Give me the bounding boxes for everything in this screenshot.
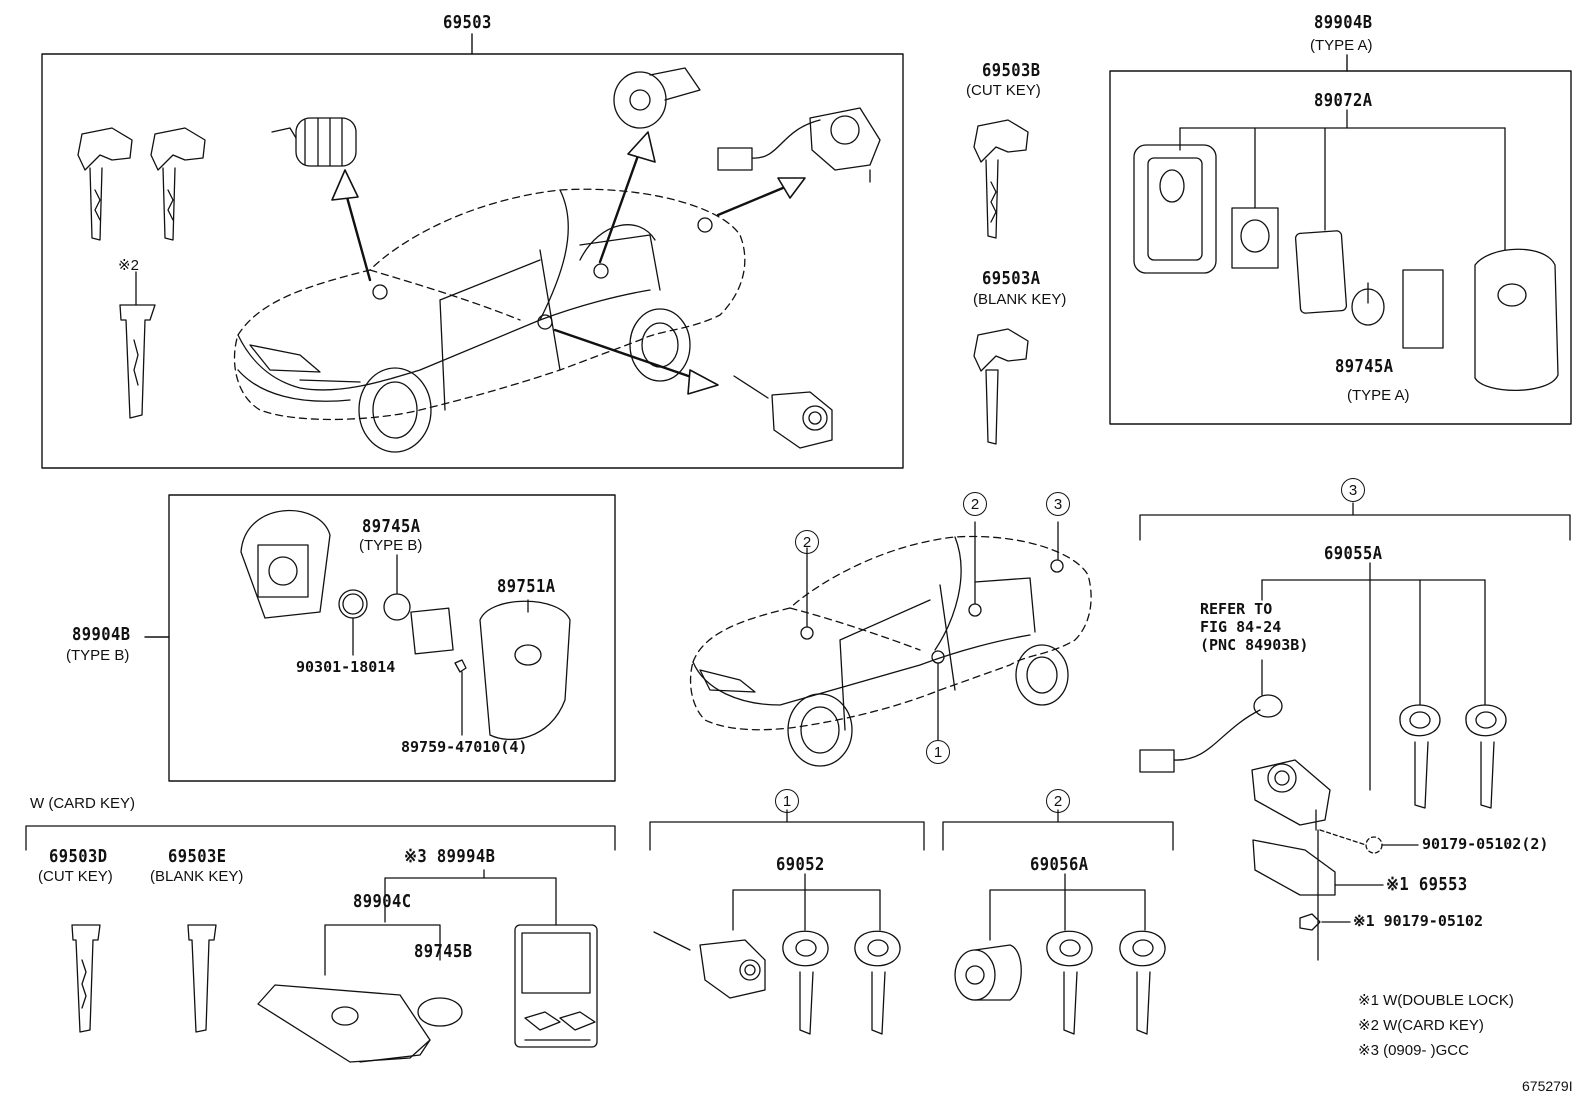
label-69503E-sub: (BLANK KEY) bbox=[150, 868, 244, 885]
fob-type-b-parts bbox=[240, 509, 571, 741]
lock-cylinder-glovebox bbox=[613, 67, 701, 129]
card-key-blade bbox=[119, 271, 156, 419]
key-69503D bbox=[71, 924, 101, 1033]
label-90301-18014: 90301-18014 bbox=[296, 658, 396, 676]
label-69055A: 69055A bbox=[1324, 543, 1383, 564]
label-69503D: 69503D bbox=[49, 846, 108, 867]
label-89904B-type-a: 89904B bbox=[1314, 12, 1373, 33]
note-2: ※2 W(CARD KEY) bbox=[1358, 1017, 1484, 1034]
card-key-89904C bbox=[257, 924, 598, 1063]
callout-1-group: 1 bbox=[775, 789, 799, 813]
label-69503A-sub: (BLANK KEY) bbox=[973, 291, 1067, 308]
label-89904C: 89904C bbox=[353, 891, 412, 912]
label-89745A-type-a: 89745A bbox=[1335, 356, 1394, 377]
locator-arrows bbox=[343, 148, 792, 382]
fob-type-a-parts bbox=[1133, 109, 1559, 392]
label-90179-05102-2: 90179-05102(2) bbox=[1422, 835, 1549, 853]
label-89759-47010: 89759-47010(4) bbox=[401, 738, 528, 756]
label-card-key: W (CARD KEY) bbox=[30, 795, 135, 812]
label-69503: 69503 bbox=[443, 12, 492, 33]
car-illustration-center bbox=[689, 521, 1092, 767]
label-69503B-sub: (CUT KEY) bbox=[966, 82, 1041, 99]
note-3: ※3 (0909- )GCC bbox=[1358, 1042, 1469, 1059]
car-illustration-top bbox=[233, 188, 746, 453]
key-blank-2 bbox=[150, 127, 206, 241]
label-89904B-type-a-sub: (TYPE A) bbox=[1310, 37, 1373, 54]
label-89745A-type-b: 89745A bbox=[362, 516, 421, 537]
lock-cylinder-hood bbox=[271, 117, 357, 167]
label-89751A: 89751A bbox=[497, 576, 556, 597]
door-lock-set-69052 bbox=[653, 930, 901, 1035]
callout-2-right: 2 bbox=[963, 492, 987, 516]
label-69553: ※1 69553 bbox=[1386, 874, 1468, 895]
refer-line-1: REFER TO bbox=[1200, 600, 1273, 618]
callout-3-group: 3 bbox=[1341, 478, 1365, 502]
panel-89904B-type-b-frame bbox=[168, 494, 616, 782]
callout-1-car: 1 bbox=[926, 740, 950, 764]
label-69056A: 69056A bbox=[1030, 854, 1089, 875]
label-89994B: ※3 89994B bbox=[404, 846, 496, 867]
label-69503B: 69503B bbox=[982, 60, 1041, 81]
door-lock-assembly bbox=[733, 375, 833, 449]
key-69503E bbox=[187, 924, 217, 1033]
label-69052: 69052 bbox=[776, 854, 825, 875]
note-1: ※1 W(DOUBLE LOCK) bbox=[1358, 992, 1514, 1009]
key-69503B bbox=[973, 119, 1029, 239]
label-89745A-type-b-sub: (TYPE B) bbox=[359, 537, 423, 554]
reference-number: 675279I bbox=[1522, 1078, 1573, 1094]
refer-line-3: (PNC 84903B) bbox=[1200, 636, 1309, 654]
label-89745B: 89745B bbox=[414, 941, 473, 962]
callout-3-car: 3 bbox=[1046, 492, 1070, 516]
label-89072A: 89072A bbox=[1314, 90, 1373, 111]
key-blank-1 bbox=[77, 127, 133, 241]
label-90179-05102: ※1 90179-05102 bbox=[1353, 912, 1483, 930]
trunk-lock-assembly bbox=[717, 107, 881, 183]
label-69503E: 69503E bbox=[168, 846, 227, 867]
cylinder-set-69056A bbox=[954, 930, 1166, 1035]
panel-69503-frame bbox=[41, 53, 904, 469]
callout-2-group: 2 bbox=[1046, 789, 1070, 813]
trunk-lock-parts bbox=[1139, 502, 1571, 961]
label-89745A-type-a-sub: (TYPE A) bbox=[1347, 387, 1410, 404]
note-2-marker: ※2 bbox=[118, 257, 139, 274]
key-69503A bbox=[973, 328, 1029, 445]
refer-line-2: FIG 84-24 bbox=[1200, 618, 1282, 636]
label-69503D-sub: (CUT KEY) bbox=[38, 868, 113, 885]
label-89904B-type-b: 89904B bbox=[72, 624, 131, 645]
label-89904B-type-b-sub: (TYPE B) bbox=[66, 647, 130, 664]
panel-89904B-type-a-frame bbox=[1109, 70, 1572, 425]
bottom-brackets bbox=[25, 809, 1174, 976]
label-69503A: 69503A bbox=[982, 268, 1041, 289]
callout-2-left: 2 bbox=[795, 530, 819, 554]
